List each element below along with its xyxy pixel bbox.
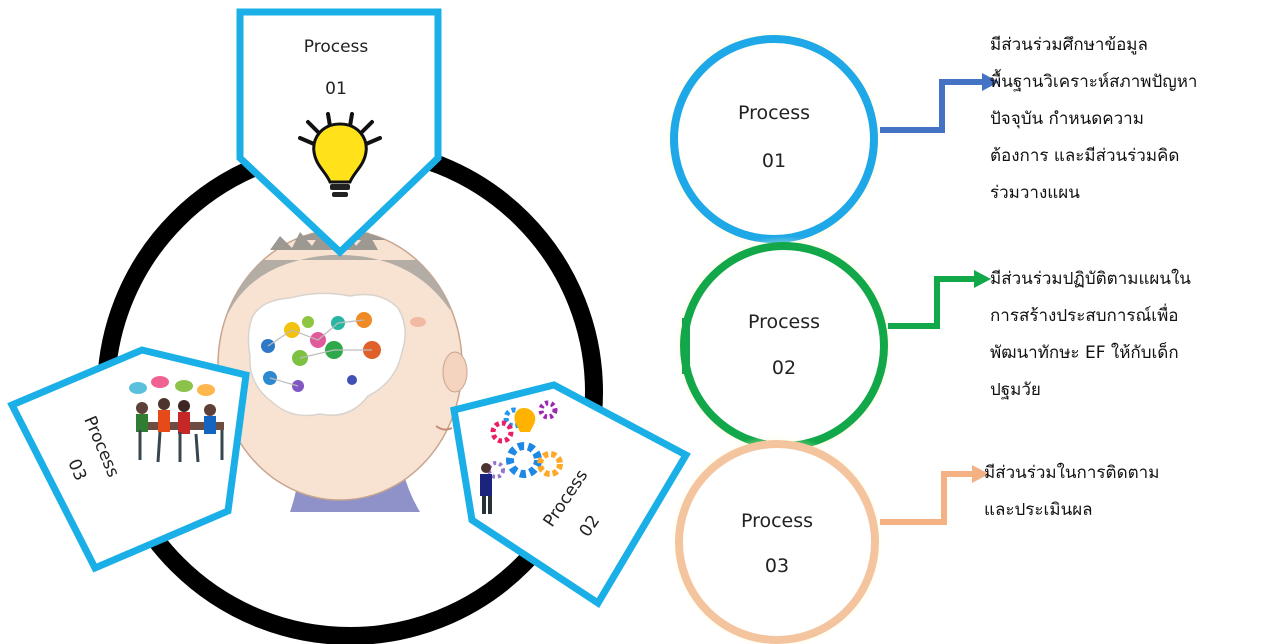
step-01-arrowhead: [982, 73, 999, 91]
step-03-arrowhead: [972, 465, 989, 483]
step-02-desc-line: มีส่วนร่วมปฏิบัติตามแผนใน: [990, 269, 1191, 289]
step-02-label: Process: [748, 311, 820, 333]
step-01-label: Process: [738, 102, 810, 124]
step-01-desc-line: มีส่วนร่วมศึกษาข้อมูล: [990, 35, 1148, 55]
step-01: Process 01: [664, 29, 999, 249]
step-02-desc-line: การสร้างประสบการณ์เพื่อ: [990, 306, 1179, 326]
lightbulb-icon: [298, 112, 382, 197]
step-03-description: มีส่วนร่วมในการติดตาม และประเมินผล: [984, 455, 1159, 529]
step-03-desc-line: และประเมินผล: [984, 500, 1093, 520]
tag-process-02: Process 02: [450, 381, 691, 608]
step-02-arrowhead: [974, 270, 991, 288]
step-03-label: Process: [741, 510, 813, 532]
step-01-description: มีส่วนร่วมศึกษาข้อมูล พื้นฐานวิเคราะห์สภ…: [990, 27, 1197, 212]
gears-icon: [480, 400, 563, 514]
step-02-desc-line: ปฐมวัย: [990, 380, 1041, 400]
team-meeting-icon: [129, 376, 224, 463]
tag-01-number: 01: [325, 79, 347, 99]
tag-01-label: Process: [304, 37, 369, 57]
tag-process-03: Process 03: [7, 346, 250, 573]
step-03-desc-line: มีส่วนร่วมในการติดตาม: [984, 463, 1160, 483]
step-03-circle: [675, 440, 879, 644]
step-02: Process 02: [674, 236, 991, 456]
step-03: Process 03: [670, 435, 989, 644]
step-01-arrow: [880, 79, 982, 133]
step-01-number: 01: [762, 150, 786, 172]
step-02-circle: [680, 242, 888, 450]
step-02-number: 02: [772, 357, 796, 379]
step-03-arrow: [880, 471, 972, 525]
step-02-description: มีส่วนร่วมปฏิบัติตามแผนใน การสร้างประสบก…: [990, 261, 1191, 409]
tag-process-01: Process 01: [236, 8, 442, 257]
step-01-circle: [670, 35, 878, 243]
step-01-desc-line: พื้นฐานวิเคราะห์สภาพปัญหา: [990, 72, 1198, 92]
step-01-desc-line: ร่วมวางแผน: [990, 183, 1080, 203]
step-03-number: 03: [765, 555, 789, 577]
step-02-desc-line: พัฒนาทักษะ EF ให้กับเด็ก: [990, 343, 1179, 363]
child-head-with-brain-map-icon: [217, 229, 468, 512]
step-01-desc-line: ปัจจุบัน กำหนดความ: [990, 109, 1144, 129]
step-01-desc-line: ต้องการ และมีส่วนร่วมคิด: [990, 146, 1180, 166]
step-02-arrow: [888, 276, 974, 329]
